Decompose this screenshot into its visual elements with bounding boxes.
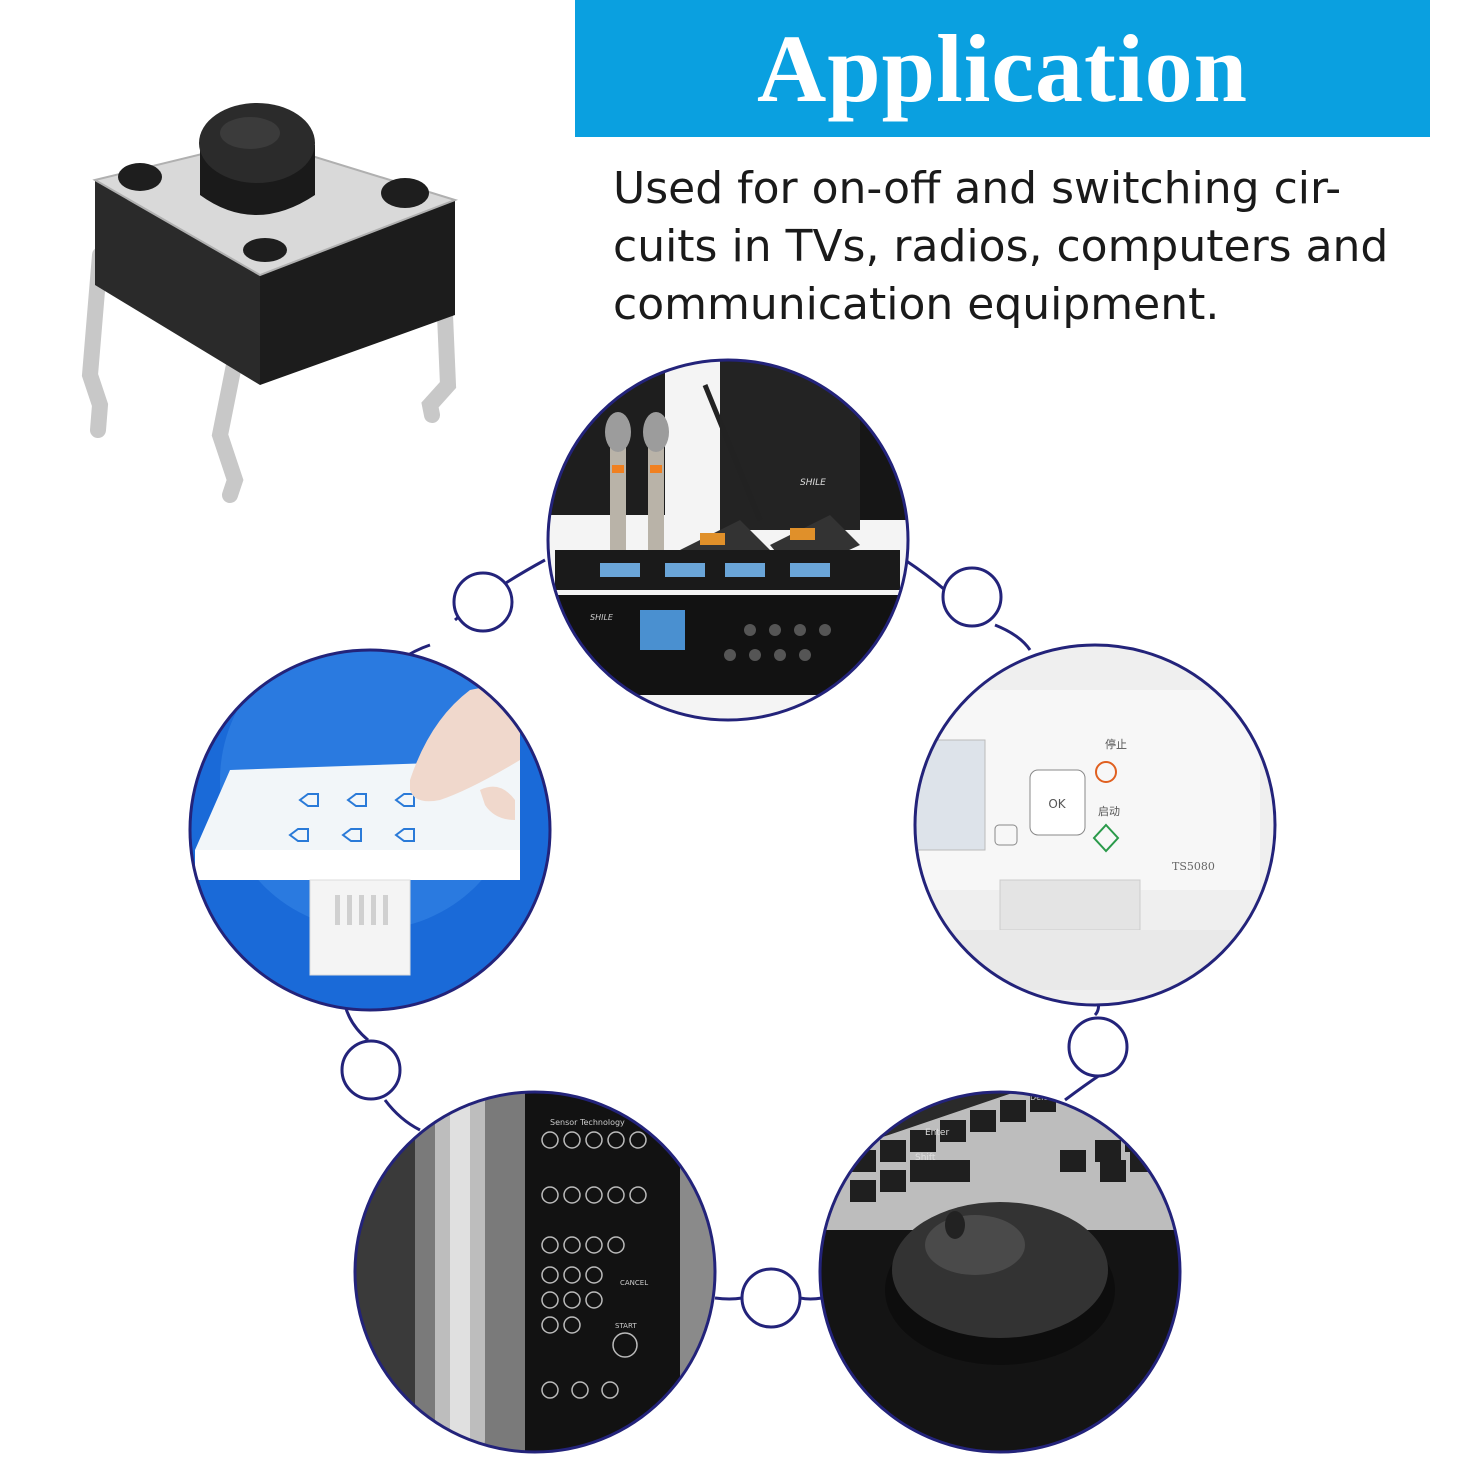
microwave-start-label: START [615, 1322, 637, 1330]
printer-model-label: TS5080 [1172, 860, 1215, 873]
key-backspace-label: Backspace [935, 1083, 984, 1093]
description-text: Used for on-off and switching cir- cuits… [613, 163, 1389, 330]
microwave-clock: 5:12 [580, 1076, 623, 1097]
audio-equipment-icon: SHILE SHILE [546, 358, 910, 722]
page-title: Application [756, 14, 1249, 122]
printer-ok-label: OK [1048, 797, 1066, 811]
key-shift-label: Shift [915, 1153, 936, 1163]
connector-nodes [340, 566, 1129, 1329]
svg-text:SHILE: SHILE [590, 613, 614, 622]
key-enter-label: Enter [925, 1128, 949, 1138]
touch-wall-switch-icon [188, 648, 552, 1012]
keyboard-mouse-icon: Backspace Enter Shift Delete End [818, 1083, 1182, 1454]
printer-icon: OK 停止 启动 TS5080 [913, 643, 1277, 1007]
microwave-icon: 5:12 Sensor Technology CANCEL START [353, 1076, 717, 1454]
audio-brand-label: SHILE [800, 478, 826, 488]
title-banner: Application [575, 0, 1430, 137]
tactile-switch-icon [81, 103, 459, 503]
printer-start-label: 启动 [1098, 805, 1120, 818]
printer-stop-label: 停止 [1105, 737, 1127, 751]
microwave-cancel-label: CANCEL [620, 1279, 648, 1287]
microwave-brand-label: Sensor Technology [550, 1118, 625, 1127]
